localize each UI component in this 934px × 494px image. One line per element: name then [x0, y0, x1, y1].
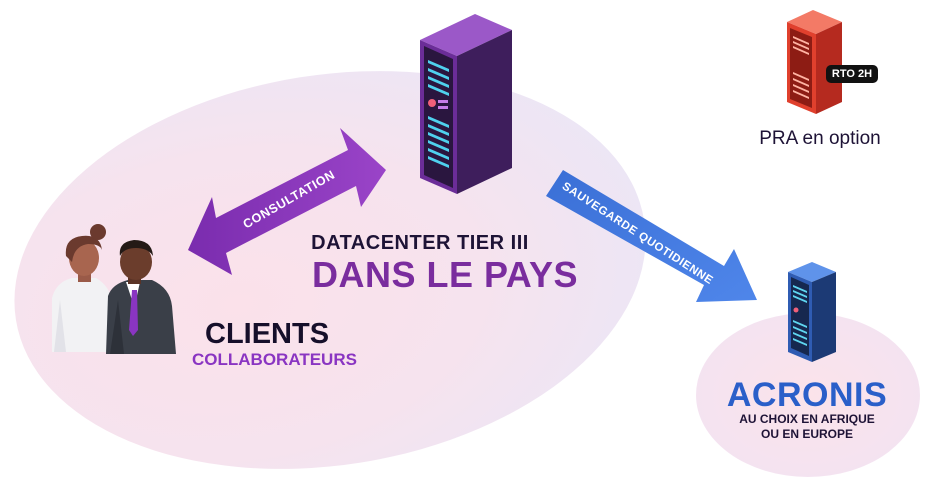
acronis-location: AU CHOIX EN AFRIQUE OU EN EUROPE: [712, 412, 902, 442]
purple-server-tower-icon: [420, 14, 512, 194]
acronis-location-line2: OU EN EUROPE: [760, 427, 853, 441]
datacenter-label: DATACENTER TIER III: [311, 232, 529, 254]
acronis-zone-blob: [696, 313, 920, 477]
acronis-title: ACRONIS: [726, 376, 888, 414]
clients-title: CLIENTS: [205, 318, 330, 350]
clients-people-icon: [52, 224, 176, 354]
consultation-arrow-shape: [188, 128, 386, 275]
blue-server-tower-icon: [788, 262, 836, 362]
pra-label: PRA en option: [759, 128, 881, 149]
red-server-tower-icon: [787, 10, 842, 114]
backup-arrow-shape: [546, 170, 757, 302]
acronis-location-line1: AU CHOIX EN AFRIQUE: [739, 412, 875, 426]
rto-badge: RTO 2H: [826, 65, 878, 83]
datacenter-headline: DANS LE PAYS: [311, 254, 579, 295]
clients-subtitle: COLLABORATEURS: [192, 350, 357, 369]
